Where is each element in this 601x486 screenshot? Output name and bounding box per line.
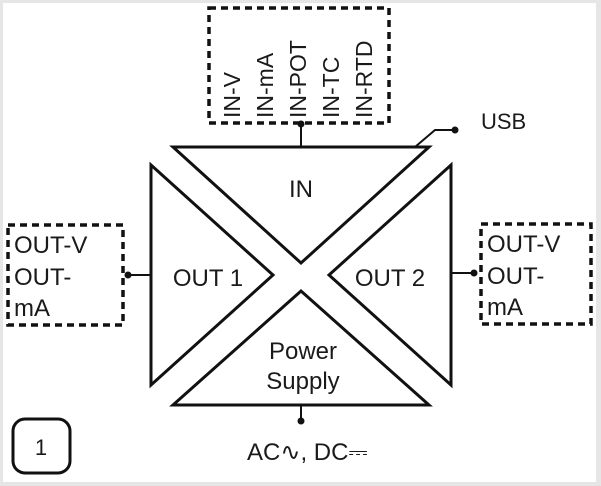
figure-number-badge: [11, 417, 72, 475]
device-block-diagram: IN OUT 1 OUT 2 Power Supply IN-V IN-mA I…: [6, 6, 593, 475]
diagram-canvas: IN OUT 1 OUT 2 Power Supply IN-V IN-mA I…: [3, 3, 596, 482]
power-label-line1: Power: [269, 338, 337, 365]
usb-label: USB: [481, 109, 526, 134]
inputs-connector-dot: [297, 120, 305, 128]
right-output-connector-dot: [470, 269, 478, 277]
input-label-v: IN-V: [219, 71, 245, 118]
supply-label: AC∿, DC⎓: [247, 439, 368, 466]
input-labels: IN-V IN-mA IN-POT IN-TC IN-RTD: [219, 40, 377, 118]
usb-connector: [414, 129, 455, 148]
right-output-box: [479, 222, 593, 326]
right-output-ma-line2: mA: [487, 294, 523, 321]
out2-label: OUT 2: [355, 265, 425, 292]
input-label-tc: IN-TC: [318, 57, 344, 118]
input-label-ma: IN-mA: [252, 52, 278, 118]
left-output-ma-line2: mA: [14, 295, 50, 322]
left-output-ma-line1: OUT-: [14, 264, 71, 291]
figure-number: 1: [35, 435, 47, 460]
input-label-pot: IN-POT: [285, 40, 311, 118]
input-label-rtd: IN-RTD: [351, 40, 377, 118]
right-output-v: OUT-V: [487, 231, 560, 258]
out2-block: [326, 161, 453, 389]
left-output-connector-dot: [124, 271, 132, 279]
supply-connector-dot: [297, 417, 305, 425]
right-output-ma-line1: OUT-: [487, 263, 544, 290]
left-output-v: OUT-V: [14, 232, 87, 259]
in-label: IN: [289, 176, 313, 203]
power-label-line2: Supply: [266, 368, 339, 395]
out1-label: OUT 1: [173, 265, 243, 292]
usb-connector-dot: [451, 126, 459, 134]
